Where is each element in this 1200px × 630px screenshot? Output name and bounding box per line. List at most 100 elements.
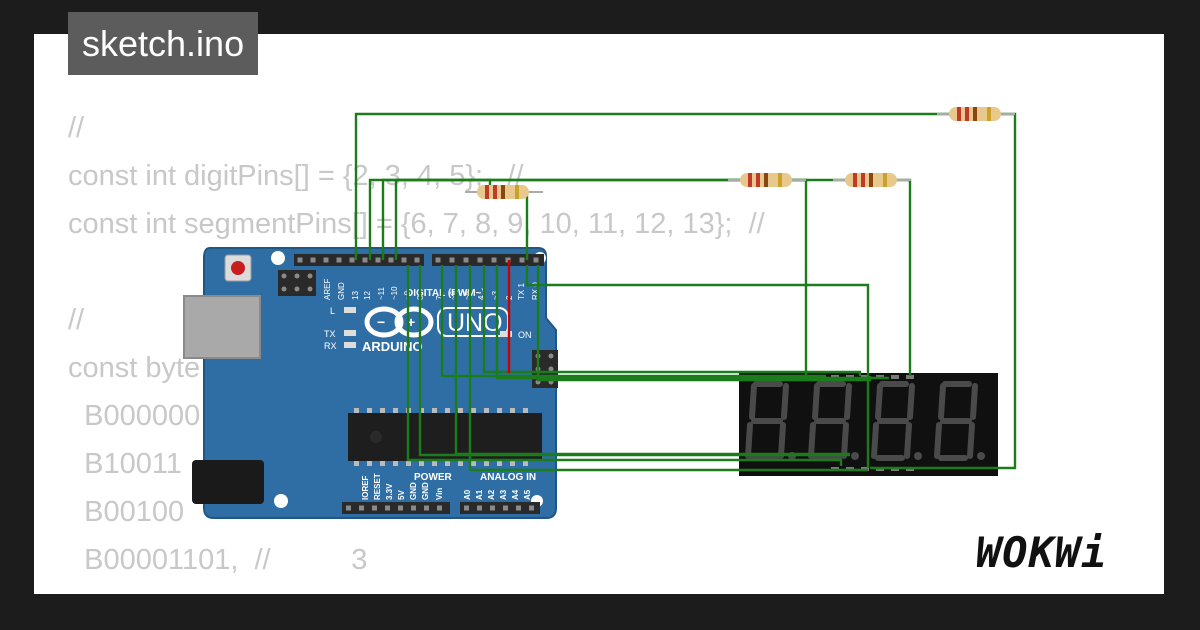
header-pin[interactable] (519, 257, 525, 263)
digital-header-low[interactable] (432, 254, 544, 266)
resistor[interactable] (728, 173, 806, 187)
top-pin-label: ~3 (491, 290, 500, 300)
mount-hole-top-left (271, 251, 285, 265)
header-pin[interactable] (346, 505, 351, 511)
header-pin[interactable] (424, 505, 429, 511)
resistor[interactable] (937, 107, 1015, 121)
header-pin[interactable] (437, 505, 442, 511)
infinity-right (394, 306, 434, 338)
digit (808, 381, 859, 461)
header-pin[interactable] (336, 257, 342, 263)
chip-leg (354, 408, 359, 413)
bottom-header-pins (346, 505, 534, 511)
decimal-point (914, 452, 922, 460)
header-pin[interactable] (529, 505, 534, 511)
bottom-pin-label: A1 (475, 489, 484, 500)
usb-connector (183, 295, 261, 359)
header-pin[interactable] (533, 257, 539, 263)
display-pin[interactable] (906, 375, 914, 379)
chip-leg (380, 408, 385, 413)
header-pin[interactable] (491, 257, 497, 263)
code-line: B10011 (68, 448, 182, 480)
l-led-label: L (330, 306, 335, 316)
header-pin[interactable] (385, 505, 390, 511)
header-pin[interactable] (349, 257, 355, 263)
resistor-band (861, 173, 865, 187)
resistor[interactable] (833, 173, 911, 187)
analog-label: ANALOG IN (480, 472, 536, 483)
header-pin[interactable] (388, 257, 394, 263)
segment (871, 422, 879, 459)
chip-leg (484, 461, 489, 466)
chip-leg (367, 408, 372, 413)
header-pin[interactable] (503, 505, 508, 511)
header-pin[interactable] (297, 257, 303, 263)
logo-minus: − (377, 314, 385, 330)
header-pin[interactable] (310, 257, 316, 263)
header-pin[interactable] (401, 257, 407, 263)
resistor[interactable] (465, 185, 543, 199)
resistor-band (853, 173, 857, 187)
reset-button-cap[interactable] (231, 261, 245, 275)
code-line: B00100 (68, 496, 185, 528)
display-pin[interactable] (891, 375, 899, 379)
sketch-title[interactable]: sketch.ino (68, 12, 259, 75)
top-pin-label: ~11 (377, 286, 386, 300)
header-pin[interactable] (516, 505, 521, 511)
wokwi-logo[interactable]: WOKWi (976, 528, 1108, 577)
resistor-band (778, 173, 782, 187)
analog-header[interactable] (460, 502, 540, 514)
top-pin-label: AREF (323, 279, 332, 300)
header-pin[interactable] (477, 505, 482, 511)
decimal-point (851, 452, 859, 460)
resistors (465, 107, 1015, 199)
header-pin[interactable] (362, 257, 368, 263)
header-pin[interactable] (435, 257, 441, 263)
code-line: const int digitPins[] = {2, 3, 4, 5}; // (68, 160, 524, 192)
icsp-pin (307, 286, 313, 292)
bottom-pin-label: A4 (511, 489, 520, 500)
rx-led-label: RX (324, 341, 337, 351)
resistor-band (748, 173, 752, 187)
segment (844, 383, 852, 420)
header-pin[interactable] (463, 257, 469, 263)
header-pin[interactable] (323, 257, 329, 263)
digit (871, 381, 922, 461)
infinity-left (364, 306, 404, 338)
power-label: POWER (414, 472, 453, 483)
resistor-band (869, 173, 873, 187)
arduino-logo: − + (364, 306, 434, 338)
chip-leg (471, 408, 476, 413)
resistor-band (883, 173, 887, 187)
l-led (344, 307, 356, 313)
header-pin[interactable] (449, 257, 455, 263)
chip-leg (510, 461, 515, 466)
bottom-pin-label: A2 (487, 489, 496, 500)
segment (904, 422, 912, 459)
header-pin[interactable] (359, 505, 364, 511)
segment (967, 422, 975, 459)
header-pin[interactable] (490, 505, 495, 511)
resistor-band (987, 107, 991, 121)
chip-leg (445, 408, 450, 413)
chip-leg (432, 408, 437, 413)
top-pin-label: 13 (351, 291, 360, 300)
power-header[interactable] (342, 502, 450, 514)
digital-header-high[interactable] (294, 254, 424, 266)
header-pin[interactable] (398, 505, 403, 511)
wire (495, 265, 889, 380)
header-pin[interactable] (477, 257, 483, 263)
chip-leg (497, 461, 502, 466)
top-pin-label: RX 0 (531, 282, 540, 300)
header-pin[interactable] (414, 257, 420, 263)
wire (454, 265, 850, 456)
header-pin[interactable] (372, 505, 377, 511)
header-pin[interactable] (375, 257, 381, 263)
header-pin[interactable] (464, 505, 469, 511)
wire (406, 265, 843, 466)
header-pin[interactable] (411, 505, 416, 511)
